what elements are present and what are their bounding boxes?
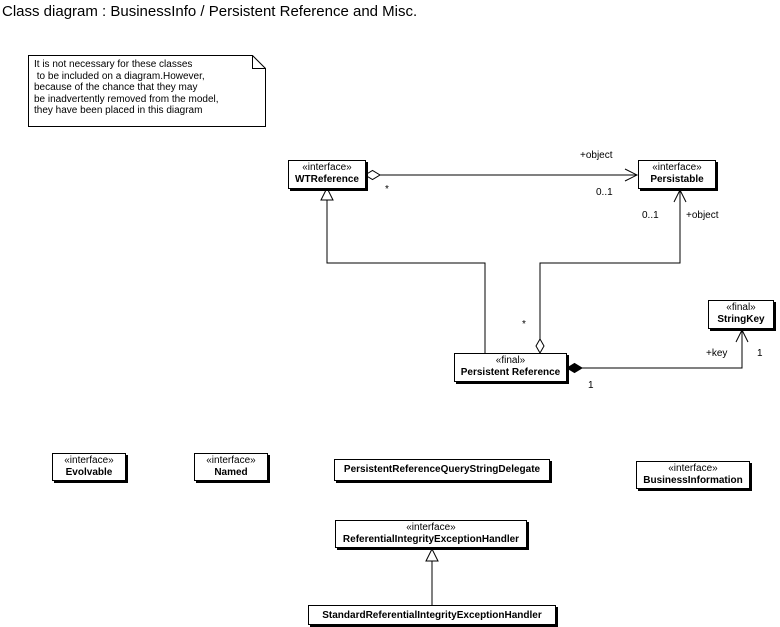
stereotype-label: «interface» [652,162,702,173]
class-name: ReferentialIntegrityExceptionHandler [342,534,520,545]
generalization-triangle [425,547,439,562]
generalization-triangle [320,186,334,201]
class-persistent-reference[interactable]: «final» Persistent Reference [454,353,567,382]
class-name: StandardReferentialIntegrityExceptionHan… [322,610,542,621]
class-name: Evolvable [65,467,113,478]
generalization-standard-handler [425,547,439,605]
stereotype-label: «interface» [302,162,352,173]
note-line: to be included on a diagram.However, [34,70,205,82]
note-line: they have been placed in this diagram [34,105,203,116]
open-arrowhead [735,328,749,343]
class-business-information[interactable]: «interface» BusinessInformation [636,461,750,489]
class-wtreference[interactable]: «interface» WTReference [288,160,366,189]
class-persistable[interactable]: «interface» Persistable [638,160,716,189]
stereotype-label: «interface» [64,455,114,466]
class-stringkey[interactable]: «final» StringKey [708,300,774,329]
diagram-note: It is not necessary for these classes to… [28,55,266,127]
class-name: BusinessInformation [643,475,743,486]
composition-diamond [566,362,583,374]
aggregation-pref-persistable [535,188,687,355]
stereotype-label: «interface» [406,522,456,533]
class-named[interactable]: «interface» Named [194,453,268,481]
multiplicity-label: * [385,184,389,195]
class-name: WTReference [295,174,359,185]
class-name: PersistentReferenceQueryStringDelegate [343,464,541,475]
stereotype-label: «final» [726,302,756,313]
stereotype-label: «interface» [668,463,718,474]
open-arrowhead [673,188,687,203]
multiplicity-label: 1 [588,380,594,391]
class-evolvable[interactable]: «interface» Evolvable [52,453,126,481]
role-label-key: +key [706,348,728,359]
role-label-object: +object [686,210,719,221]
stereotype-label: «final» [495,355,526,366]
diagram-title: Class diagram : BusinessInfo / Persisten… [2,3,418,20]
class-name: StringKey [717,314,765,325]
generalization-pref-wtreference [320,186,486,353]
multiplicity-label: * [522,319,526,330]
role-label-object: +object [580,150,613,161]
open-arrowhead [624,168,639,182]
class-query-string-delegate[interactable]: PersistentReferenceQueryStringDelegate [334,459,550,481]
multiplicity-label: 0..1 [642,210,659,221]
multiplicity-label: 0..1 [596,187,613,198]
note-shape [28,55,266,127]
stereotype-label: «interface» [206,455,256,466]
note-line: It is not necessary for these classes [34,59,193,70]
composition-pref-stringkey [566,328,749,374]
note-line: because of the chance that they may [34,82,198,93]
aggregation-wtreference-persistable [364,168,639,182]
note-line: be inadvertently removed from the model, [34,93,219,105]
multiplicity-label: 1 [757,348,763,359]
class-name: Named [214,467,248,478]
aggregation-diamond [535,337,545,355]
class-name: Persistable [650,174,704,185]
aggregation-diamond [364,169,381,181]
class-name: Persistent Reference [460,367,561,378]
class-standard-ri-exception-handler[interactable]: StandardReferentialIntegrityExceptionHan… [308,605,556,625]
class-ri-exception-handler[interactable]: «interface» ReferentialIntegrityExceptio… [335,520,527,548]
note-text: It is not necessary for these classes to… [34,59,219,117]
